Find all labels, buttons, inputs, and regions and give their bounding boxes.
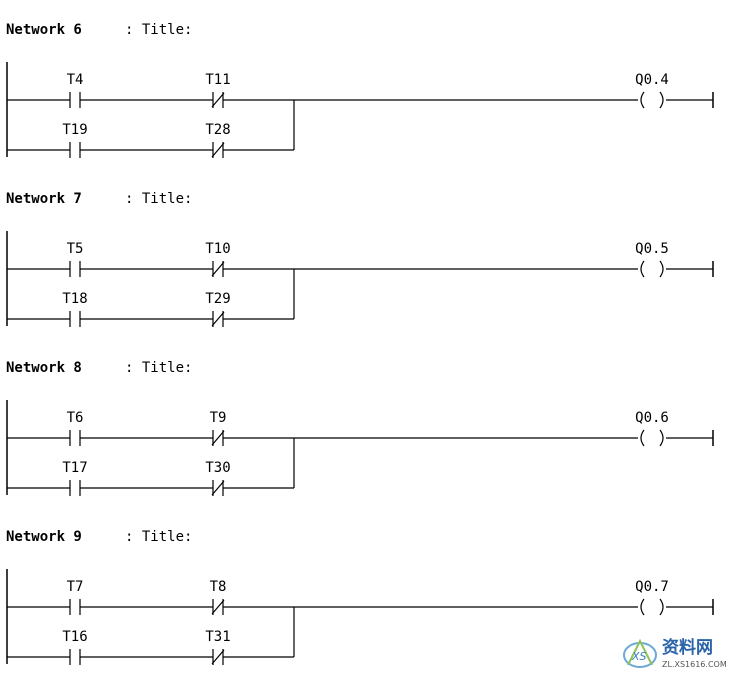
contact-slash	[211, 599, 225, 615]
normally-open-contact: T7	[67, 579, 84, 615]
normally-closed-contact: T29	[205, 291, 231, 327]
coil-label: Q0.5	[635, 241, 669, 257]
coil-right-arc	[659, 598, 664, 616]
contact-label: T9	[210, 410, 227, 426]
network-title: : Title:	[125, 529, 192, 545]
contact-label: T31	[205, 629, 230, 645]
normally-open-contact: T6	[67, 410, 84, 446]
network-title: : Title:	[125, 191, 192, 207]
coil-label: Q0.7	[635, 579, 669, 595]
contact-label: T11	[205, 72, 230, 88]
normally-open-contact: T18	[62, 291, 88, 327]
svg-text:XS: XS	[631, 650, 647, 663]
contact-label: T29	[205, 291, 230, 307]
normally-closed-contact: T10	[205, 241, 231, 277]
contact-slash	[211, 142, 225, 158]
contact-label: T17	[62, 460, 87, 476]
coil-left-arc	[640, 598, 645, 616]
coil-label: Q0.6	[635, 410, 669, 426]
contact-label: T8	[210, 579, 227, 595]
normally-open-contact: T19	[62, 122, 88, 158]
watermark-icon: XS 资料网 ZL.XS1616.COM	[623, 637, 727, 669]
coil-left-arc	[640, 429, 645, 447]
contact-label: T16	[62, 629, 87, 645]
normally-open-contact: T17	[62, 460, 88, 496]
network-label: Network 8	[6, 360, 82, 376]
contact-label: T7	[67, 579, 84, 595]
contact-slash	[211, 92, 225, 108]
contact-label: T19	[62, 122, 87, 138]
contact-label: T18	[62, 291, 87, 307]
network-title: : Title:	[125, 360, 192, 376]
contact-label: T10	[205, 241, 230, 257]
coil-right-arc	[659, 91, 664, 109]
normally-closed-contact: T31	[205, 629, 231, 665]
normally-open-contact: T5	[67, 241, 84, 277]
normally-closed-contact: T11	[205, 72, 231, 108]
contact-slash	[211, 480, 225, 496]
network-label: Network 9	[6, 529, 82, 545]
contact-label: T30	[205, 460, 230, 476]
coil-left-arc	[640, 260, 645, 278]
watermark-url: ZL.XS1616.COM	[662, 660, 727, 669]
contact-label: T28	[205, 122, 230, 138]
normally-closed-contact: T30	[205, 460, 231, 496]
network-label: Network 7	[6, 191, 82, 207]
contact-label: T6	[67, 410, 84, 426]
coil-label: Q0.4	[635, 72, 669, 88]
network-title: : Title:	[125, 22, 192, 38]
contact-slash	[211, 311, 225, 327]
normally-closed-contact: T28	[205, 122, 231, 158]
normally-open-contact: T16	[62, 629, 88, 665]
normally-closed-contact: T8	[210, 579, 227, 615]
watermark-logo: XS 资料网 ZL.XS1616.COM	[618, 631, 748, 679]
contact-slash	[211, 649, 225, 665]
output-coil: Q0.6	[635, 410, 669, 447]
contact-slash	[211, 261, 225, 277]
output-coil: Q0.7	[635, 579, 669, 616]
network-label: Network 6	[6, 22, 82, 38]
normally-open-contact: T4	[67, 72, 84, 108]
output-coil: Q0.4	[635, 72, 669, 109]
contact-slash	[211, 430, 225, 446]
contact-label: T5	[67, 241, 84, 257]
coil-right-arc	[659, 260, 664, 278]
coil-right-arc	[659, 429, 664, 447]
watermark-brand: 资料网	[662, 637, 713, 658]
output-coil: Q0.5	[635, 241, 669, 278]
contact-label: T4	[67, 72, 84, 88]
coil-left-arc	[640, 91, 645, 109]
normally-closed-contact: T9	[210, 410, 227, 446]
